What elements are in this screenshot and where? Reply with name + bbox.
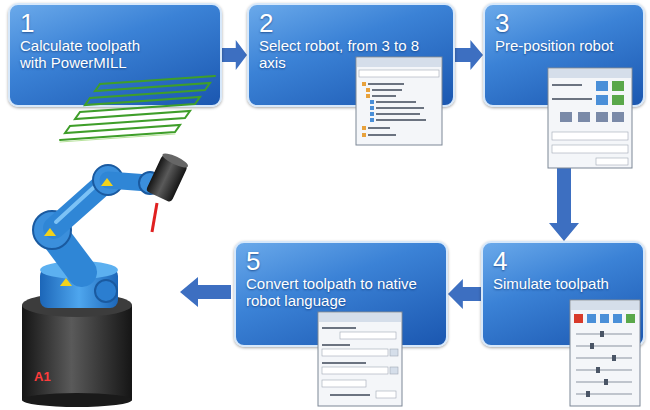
input-field	[376, 391, 396, 398]
browse-button	[390, 367, 398, 374]
axis-label: A1	[34, 369, 51, 384]
simulation-window	[570, 300, 640, 406]
toolpath	[60, 76, 215, 140]
step-title: Simulate toolpath	[493, 275, 633, 292]
slider-knob	[604, 379, 608, 385]
tree-row	[372, 95, 396, 97]
flow-arrow	[455, 40, 483, 70]
cutting-tool	[152, 203, 157, 232]
window-frame	[570, 300, 640, 406]
slider-knob	[590, 343, 594, 349]
tree-row	[368, 83, 404, 85]
flow-arrow	[222, 40, 247, 70]
axis-marker	[60, 278, 72, 286]
window-tabs	[357, 58, 441, 67]
step-title: Pre-position robot	[495, 37, 633, 54]
slider-knob	[612, 355, 616, 361]
window-frame	[318, 312, 402, 406]
slider-knob	[596, 367, 600, 373]
window-tabs	[319, 313, 401, 322]
step-title: Convert toolpath to native robot languag…	[246, 275, 421, 309]
tree-row	[376, 101, 416, 103]
step-number: 2	[259, 9, 443, 37]
play-icon	[600, 314, 609, 323]
slider	[576, 394, 632, 395]
tool-icon	[560, 112, 572, 122]
field-row	[322, 327, 356, 329]
input-field	[340, 332, 396, 339]
tree-row	[376, 119, 426, 121]
tool-icon	[612, 95, 624, 105]
step-number: 5	[246, 247, 436, 275]
step-number: 1	[20, 9, 210, 37]
tree-icon	[366, 94, 370, 98]
tool-icon	[612, 112, 624, 122]
input-field	[552, 132, 628, 140]
axis-marker	[101, 178, 113, 186]
field-row	[322, 344, 350, 346]
input-field	[322, 367, 388, 374]
toolpath-shade	[60, 134, 175, 142]
tree-row	[368, 127, 390, 129]
slider-knob	[586, 391, 590, 397]
browse-button	[390, 349, 398, 356]
tool-icon	[578, 112, 590, 122]
tool-icon	[596, 112, 608, 122]
tree-icon	[370, 100, 374, 104]
input-field	[322, 380, 366, 387]
field-row	[552, 98, 592, 100]
slider	[576, 346, 632, 347]
tree-icon	[362, 82, 366, 86]
input-field	[322, 349, 388, 356]
tree-row	[368, 134, 396, 136]
robot-motor	[95, 280, 117, 302]
filter-field	[359, 70, 439, 77]
step-title: Select robot, from 3 to 8 axis	[259, 37, 443, 71]
step-title: Calculate toolpath with PowerMILL	[20, 37, 170, 71]
robot-list-window	[356, 57, 442, 145]
tree-icon	[370, 118, 374, 122]
tool-icon	[596, 81, 608, 91]
play-icon	[626, 314, 635, 323]
input-field	[552, 145, 628, 153]
tree-row	[376, 113, 420, 115]
tree-icon	[370, 106, 374, 110]
play-icon	[587, 314, 596, 323]
input-field	[596, 158, 628, 165]
tree-icon	[362, 133, 366, 137]
slider	[576, 370, 632, 371]
tool-control-window	[548, 68, 632, 168]
home-icon	[574, 314, 583, 323]
tree-icon	[366, 88, 370, 92]
slider-knob	[600, 331, 604, 337]
tool-icon	[596, 95, 608, 105]
field-row	[330, 394, 370, 396]
properties-window	[318, 312, 402, 406]
field-row	[322, 362, 366, 364]
axis-marker	[44, 228, 56, 236]
window-frame	[548, 68, 632, 168]
step-number: 4	[493, 247, 633, 275]
tree-icon	[362, 126, 366, 130]
window-tabs	[571, 301, 639, 310]
flow-arrow	[180, 277, 231, 307]
tree-icon	[370, 112, 374, 116]
play-icon	[613, 314, 622, 323]
robot-pedestal-bottom	[22, 393, 132, 407]
robot-pedestal	[22, 305, 132, 400]
window-tabs	[549, 69, 631, 78]
flow-arrow	[448, 279, 481, 309]
robot-spindle	[146, 151, 190, 203]
tool-icon	[612, 81, 624, 91]
slider	[576, 358, 632, 359]
tree-row	[372, 89, 402, 91]
toolpath-lines	[60, 76, 215, 142]
window-frame	[356, 57, 442, 145]
step-number: 3	[495, 9, 633, 37]
field-row	[552, 84, 582, 86]
spindle-top	[161, 151, 190, 170]
tree-row	[376, 107, 424, 109]
